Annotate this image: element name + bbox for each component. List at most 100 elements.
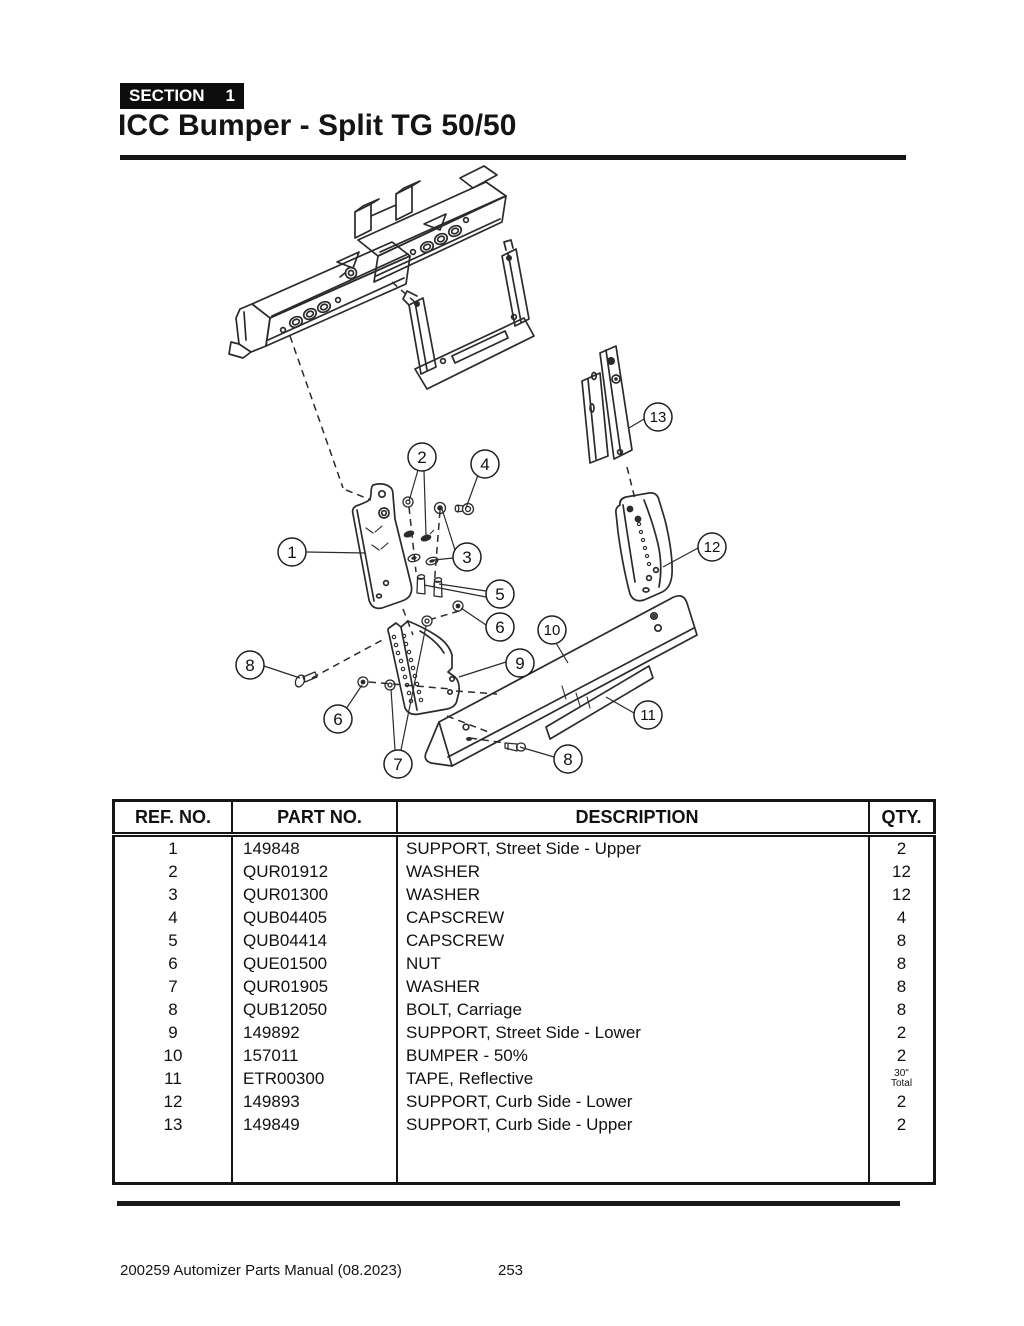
part-cell: 149893	[232, 1090, 398, 1113]
callout-2: 2	[407, 442, 437, 472]
ref-cell: 10	[113, 1044, 233, 1067]
callout-3: 3	[452, 542, 482, 572]
svg-text:8: 8	[563, 750, 572, 769]
reflective-tape	[545, 665, 654, 740]
svg-text:9: 9	[515, 654, 524, 673]
part-cell: 149848	[232, 834, 398, 860]
callout-6-lower: 6	[323, 704, 353, 734]
part-support-curb-upper	[581, 345, 633, 464]
svg-text:6: 6	[333, 710, 342, 729]
part-cell: QUR01912	[232, 860, 398, 883]
part-support-curb-lower	[614, 492, 673, 602]
callout-8-right: 8	[553, 744, 583, 774]
ref-cell: 13	[113, 1113, 233, 1136]
qty-cell: 2	[896, 1091, 907, 1111]
desc-cell: SUPPORT, Curb Side - Upper	[397, 1113, 870, 1136]
svg-text:11: 11	[640, 707, 656, 724]
qty-cell: 12	[892, 884, 911, 904]
svg-text:2: 2	[417, 448, 426, 467]
footer-manual-title: 200259 Automizer Parts Manual (08.2023)	[120, 1262, 402, 1279]
part-cell: QUB04405	[232, 906, 398, 929]
col-header-qty: QTY.	[869, 800, 935, 837]
ref-cell: 9	[113, 1021, 233, 1044]
qty-cell: 4	[896, 907, 907, 927]
svg-text:8: 8	[245, 656, 254, 675]
desc-cell: WASHER	[397, 860, 870, 883]
desc-cell: CAPSCREW	[397, 929, 870, 952]
table-header-row: REF. NO. PART NO. DESCRIPTION QTY.	[113, 800, 935, 837]
ref-cell: 5	[113, 929, 233, 952]
desc-cell: TAPE, Reflective	[397, 1067, 870, 1090]
qty-cell: 12	[892, 861, 911, 881]
section-number: 1	[225, 86, 235, 105]
qty-cell: 2	[896, 1045, 907, 1065]
callout-11: 11	[633, 700, 663, 730]
desc-cell: CAPSCREW	[397, 906, 870, 929]
table-filler-row	[113, 1136, 935, 1184]
title-rule	[120, 155, 906, 160]
qty-cell: 2	[896, 838, 907, 858]
desc-cell: SUPPORT, Curb Side - Lower	[397, 1090, 870, 1113]
svg-text:4: 4	[480, 455, 489, 474]
callout-1: 1	[277, 537, 307, 567]
callout-9: 9	[505, 648, 535, 678]
desc-cell: WASHER	[397, 975, 870, 998]
part-bumper-bar	[424, 594, 698, 767]
desc-cell: BOLT, Carriage	[397, 998, 870, 1021]
svg-text:5: 5	[495, 585, 504, 604]
callout-13: 13	[643, 402, 673, 432]
part-cell: 157011	[232, 1044, 398, 1067]
leader-lines	[263, 418, 699, 758]
ref-cell: 1	[113, 834, 233, 860]
ref-cell: 8	[113, 998, 233, 1021]
page-title: ICC Bumper - Split TG 50/50	[118, 109, 517, 142]
callout-5: 5	[485, 579, 515, 609]
col-header-part: PART NO.	[232, 800, 398, 837]
desc-cell: NUT	[397, 952, 870, 975]
ref-cell: 7	[113, 975, 233, 998]
qty-cell: 30"Total	[890, 1067, 913, 1089]
qty-cell: 8	[896, 930, 907, 950]
callout-10: 10	[537, 615, 567, 645]
qty-cell: 8	[896, 976, 907, 996]
col-header-desc: DESCRIPTION	[397, 800, 870, 837]
exploded-diagram: 1 2 3 4 5 6 6 7 8 8 9 10 11 12 13	[228, 165, 727, 779]
qty-cell: 2	[896, 1114, 907, 1134]
callout-7: 7	[383, 749, 413, 779]
footer-page-number: 253	[498, 1262, 524, 1279]
svg-text:6: 6	[495, 618, 504, 637]
ref-cell: 11	[113, 1067, 233, 1090]
qty-cell: 8	[896, 999, 907, 1019]
ref-cell: 3	[113, 883, 233, 906]
part-cell: QUB12050	[232, 998, 398, 1021]
ref-cell: 4	[113, 906, 233, 929]
part-support-street-upper	[351, 483, 413, 610]
svg-text:7: 7	[393, 755, 402, 774]
desc-cell: BUMPER - 50%	[397, 1044, 870, 1067]
svg-text:3: 3	[462, 548, 471, 567]
chassis-assembly	[228, 165, 507, 359]
ref-cell: 2	[113, 860, 233, 883]
svg-text:1: 1	[287, 543, 296, 562]
callout-12: 12	[697, 532, 727, 562]
ref-cell: 6	[113, 952, 233, 975]
part-cell: 149849	[232, 1113, 398, 1136]
part-cell: ETR00300	[232, 1067, 398, 1090]
qty-cell: 8	[896, 953, 907, 973]
part-cell: 149892	[232, 1021, 398, 1044]
u-bracket	[402, 239, 535, 390]
desc-cell: WASHER	[397, 883, 870, 906]
desc-cell: SUPPORT, Street Side - Lower	[397, 1021, 870, 1044]
